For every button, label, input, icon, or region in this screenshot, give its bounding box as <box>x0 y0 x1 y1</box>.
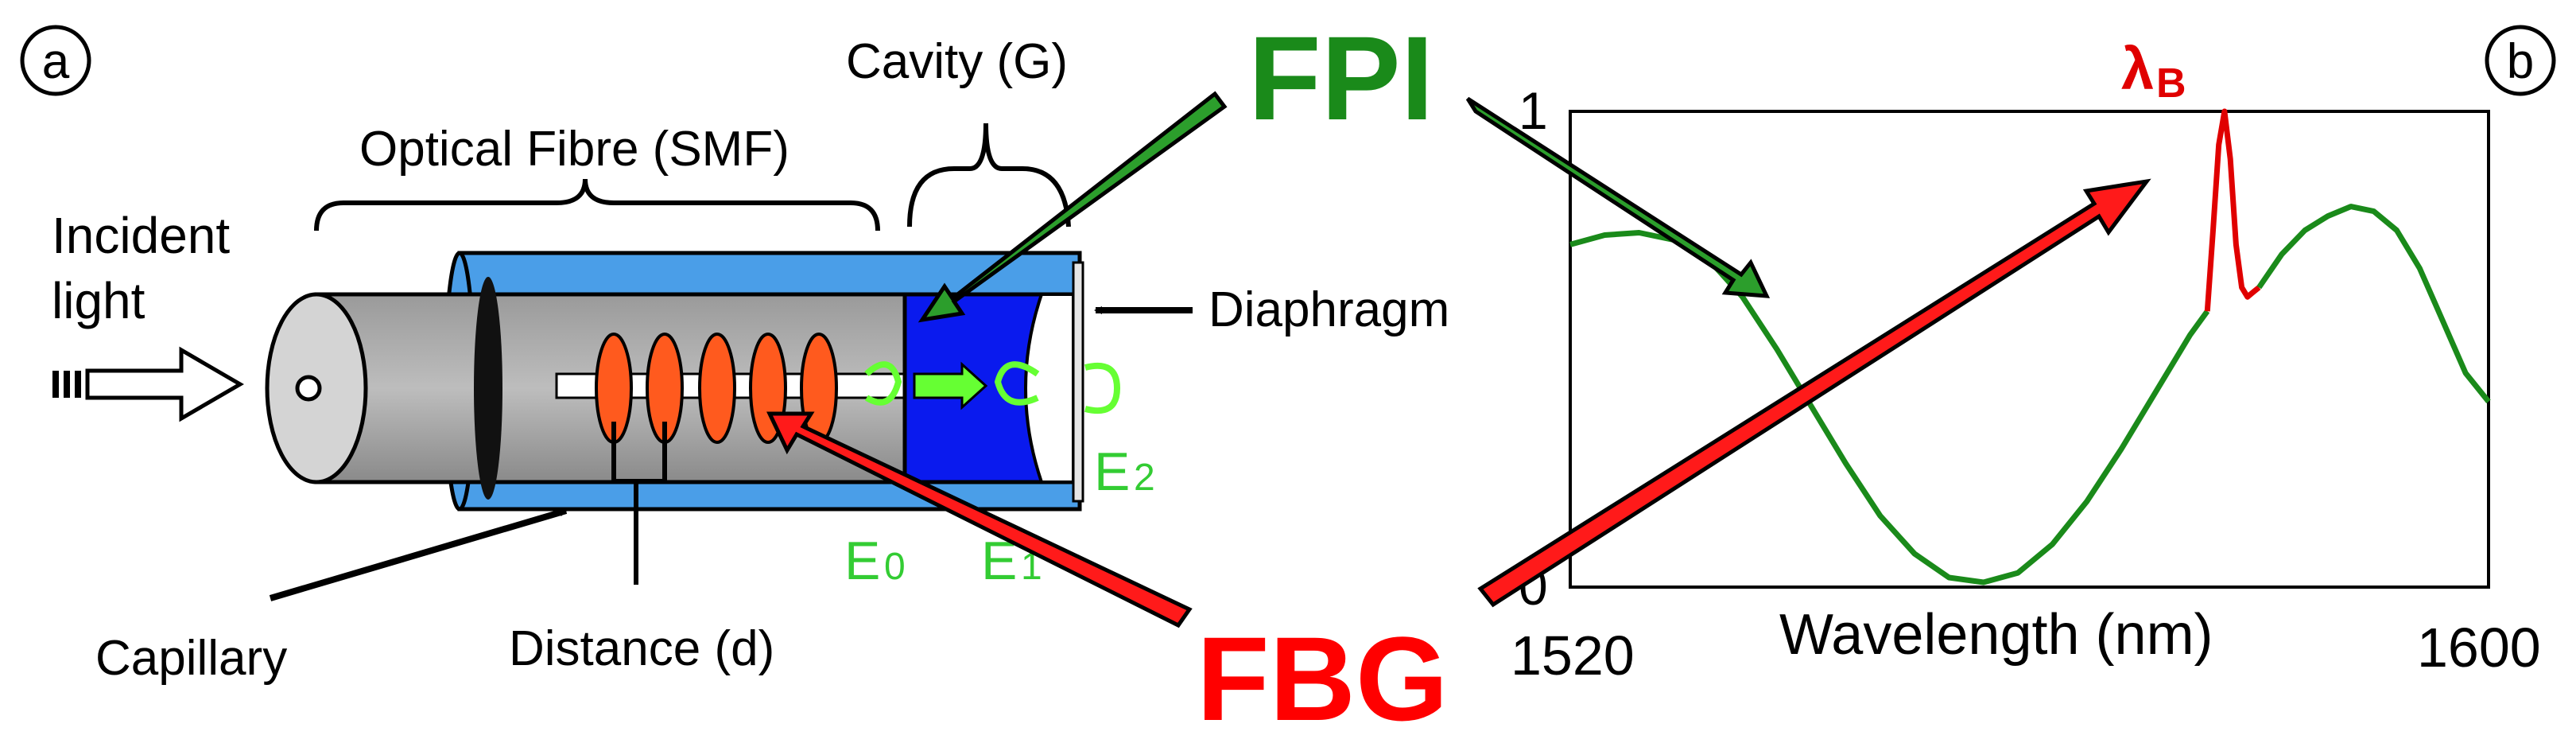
spectrum-series-1 <box>1569 230 2210 586</box>
e0-subscript: 0 <box>884 546 906 588</box>
series-layer <box>1569 108 2491 586</box>
peak-lambda: λ <box>2121 36 2154 102</box>
plot-frame <box>1569 110 2490 589</box>
light-path-arrows <box>864 361 1121 414</box>
panel-a: a Incident light <box>20 25 1449 686</box>
cavity-label: Cavity (G) <box>846 34 1068 89</box>
optical-fibre-label: Optical Fibre (SMF) <box>359 122 789 177</box>
pointer-arrows <box>766 91 2151 628</box>
fpi-to-spectrum-arrow <box>1465 96 1771 298</box>
panel-a-badge: a <box>42 34 70 89</box>
x-tick-max: 1600 <box>2417 617 2541 679</box>
spectrum-series-2 <box>2204 108 2261 312</box>
distance-marker <box>611 422 667 585</box>
incident-light-arrow-icon <box>52 346 244 422</box>
e0-label: E 0 <box>844 531 906 591</box>
capillary-label: Capillary <box>95 631 287 686</box>
fbg-label: FBG <box>1197 612 1449 745</box>
e0-letter: E <box>844 531 880 591</box>
e2-letter: E <box>1094 442 1130 502</box>
distance-label: Distance (d) <box>509 621 774 676</box>
bragg-grating <box>595 333 838 444</box>
fpi-to-cavity-arrow <box>918 91 1228 323</box>
incident-light-label-line2: light <box>52 272 145 329</box>
fbg-to-peak-arrow <box>1477 178 2151 608</box>
capillary-pointer <box>269 508 568 601</box>
cavity-brace <box>907 123 1071 228</box>
x-axis-label: Wavelength (nm) <box>1779 603 2213 667</box>
spectrum-series-3 <box>2256 204 2491 403</box>
diaphragm-label: Diaphragm <box>1208 282 1449 337</box>
fpi-label: FPI <box>1248 11 1433 145</box>
peak-label: λ B <box>2121 36 2186 107</box>
panel-b: b 1 0 1520 1600 Wavelength (nm) λ B <box>1511 25 2556 687</box>
e2-subscript: 2 <box>1134 457 1155 499</box>
x-tick-min: 1520 <box>1511 624 1635 687</box>
panel-b-badge: b <box>2507 34 2534 89</box>
panel-b-badge-circle <box>2485 25 2556 96</box>
optical-fibre-brace <box>314 178 880 231</box>
peak-subscript: B <box>2156 60 2186 107</box>
fbg-to-grating-arrow <box>766 411 1193 628</box>
panel-a-badge-circle <box>20 25 91 96</box>
y-tick-max: 1 <box>1519 81 1548 140</box>
e2-label: E 2 <box>1094 442 1155 502</box>
incident-light-label-line1: Incident <box>52 207 230 264</box>
diaphragm <box>1072 261 1084 503</box>
